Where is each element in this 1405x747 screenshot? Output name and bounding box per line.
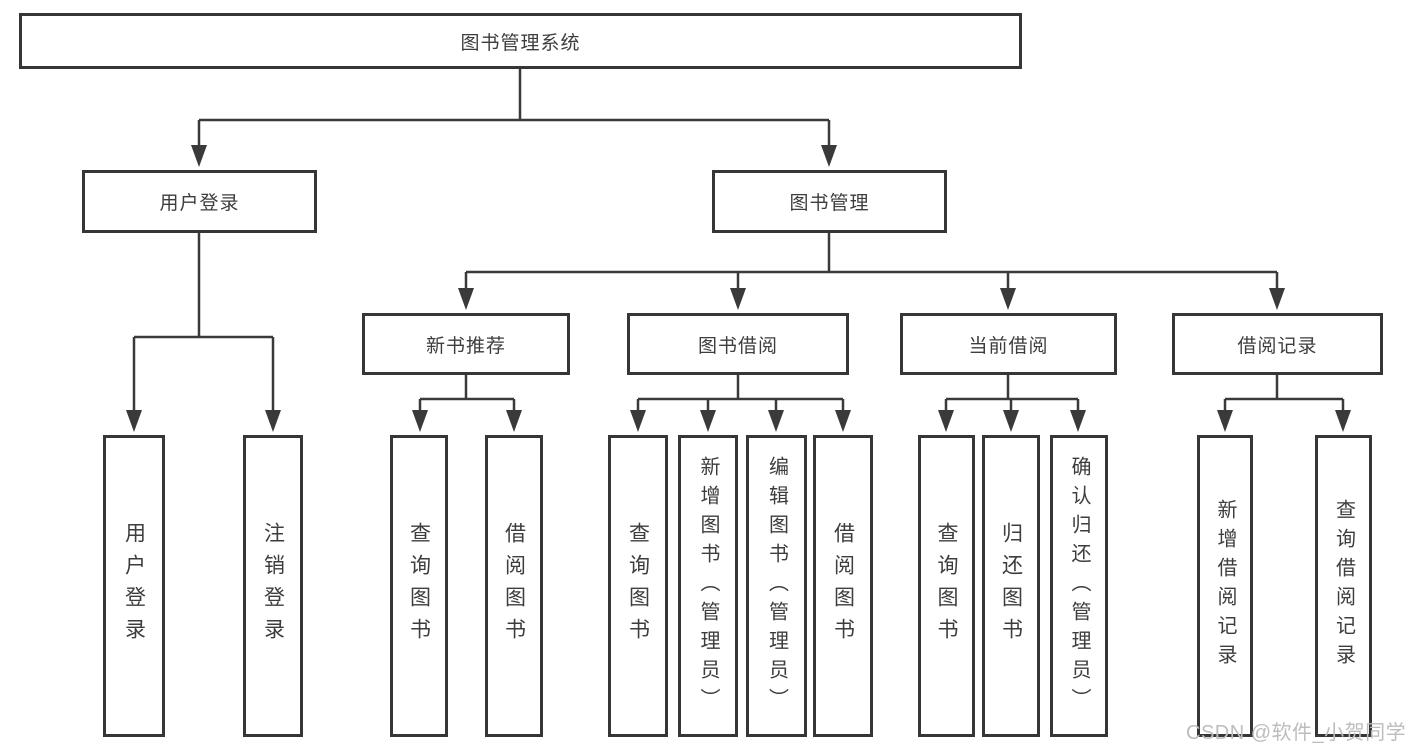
leaf-query-books-current: 查询图书 — [918, 435, 975, 737]
node-user-login-branch: 用户登录 — [82, 170, 317, 233]
leaf-query-books-borrow: 查询图书 — [608, 435, 668, 737]
node-book-borrow: 图书借阅 — [627, 313, 849, 375]
leaf-query-borrow-record: 查询借阅记录 — [1315, 435, 1372, 737]
leaf-add-borrow-record: 新增借阅记录 — [1197, 435, 1253, 737]
leaf-query-books-recommend: 查询图书 — [390, 435, 448, 737]
node-new-book-recommend: 新书推荐 — [362, 313, 570, 375]
leaf-borrow-books: 借阅图书 — [813, 435, 873, 737]
node-library-system: 图书管理系统 — [19, 13, 1022, 69]
node-current-borrow: 当前借阅 — [900, 313, 1117, 375]
watermark: CSDN @软件_小贺同学 — [1186, 722, 1405, 744]
leaf-add-book-admin: 新增图书（管理员） — [678, 435, 738, 737]
node-borrow-records: 借阅记录 — [1172, 313, 1383, 375]
leaf-borrow-books-recommend: 借阅图书 — [485, 435, 543, 737]
leaf-edit-book-admin: 编辑图书（管理员） — [746, 435, 807, 737]
leaf-logout: 注销登录 — [243, 435, 303, 737]
leaf-user-login: 用户登录 — [103, 435, 165, 737]
node-book-management: 图书管理 — [712, 170, 947, 233]
leaf-return-book: 归还图书 — [982, 435, 1040, 737]
leaf-confirm-return-admin: 确认归还（管理员） — [1050, 435, 1108, 737]
arrowheads — [126, 145, 1351, 432]
